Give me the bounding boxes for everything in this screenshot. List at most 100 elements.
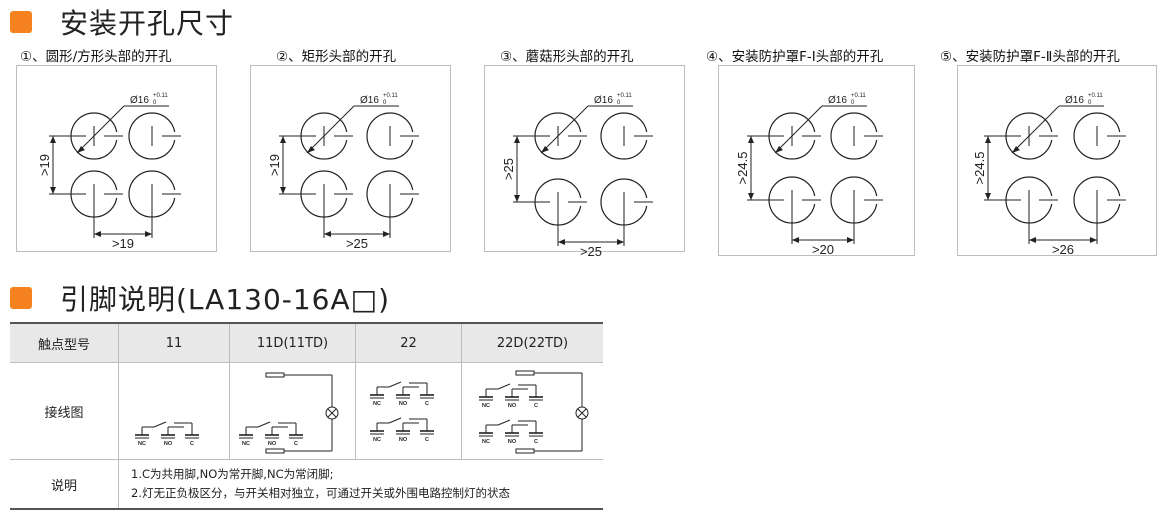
arrow-head <box>748 136 754 143</box>
tolerance-lower: 0 <box>617 100 621 106</box>
diameter-label: Ø16 <box>828 95 847 106</box>
tolerance-upper: +0.11 <box>617 93 632 99</box>
tolerance-lower: 0 <box>851 100 855 106</box>
arrow-head <box>514 195 520 202</box>
accent-square-icon <box>10 287 32 309</box>
diagram-caption-1: ①、圆形/方形头部的开孔 <box>20 49 172 65</box>
terminal-label: NO <box>267 441 276 447</box>
tolerance-upper: +0.11 <box>1088 93 1103 99</box>
terminal-label: NC <box>373 401 381 407</box>
header-cell: 11 <box>118 322 230 363</box>
horizontal-dimension-label: >25 <box>346 236 368 251</box>
horizontal-dimension-label: >19 <box>112 236 134 251</box>
terminal-label: NO <box>398 401 407 407</box>
pin-section-title: 引脚说明(LA130-16A□) <box>10 278 390 318</box>
lamp-terminal <box>515 370 534 376</box>
horizontal-dimension-label: >25 <box>580 244 602 259</box>
lamp-terminal <box>265 372 284 378</box>
arrow-head <box>748 193 754 200</box>
arrow-head <box>280 187 286 194</box>
diameter-label: Ø16 <box>130 95 149 106</box>
cutout-diagram-2: Ø16+0.110>19>25 <box>267 93 419 251</box>
note-1: 1.C为共用脚,NO为常开脚,NC为常闭脚; <box>131 467 334 481</box>
diagram-caption-5: ⑤、安装防护罩F-Ⅱ头部的开孔 <box>940 49 1120 65</box>
switch-lever <box>388 417 401 424</box>
cutout-title-text: 安装开孔尺寸 <box>60 7 235 40</box>
accent-square-icon <box>10 11 32 33</box>
terminal-label: NO <box>398 437 407 443</box>
switch-lever <box>497 419 510 426</box>
terminal-label: C <box>294 441 298 447</box>
header-cell: 22 <box>355 322 462 363</box>
vertical-dimension-label: >19 <box>267 154 282 176</box>
arrow-head <box>77 146 85 153</box>
lamp-terminal <box>515 448 534 454</box>
desc-notes: 1.C为共用脚,NO为常开脚,NC为常闭脚; 2.灯无正负极区分，与开关相对独立… <box>118 459 603 510</box>
vertical-dimension-label: >25 <box>501 158 516 180</box>
pin-title-text: 引脚说明(LA130-16A□) <box>60 283 391 316</box>
terminal-label: NO <box>507 403 516 409</box>
header-cell: 11D(11TD) <box>229 322 356 363</box>
pin-table: 触点型号 11 11D(11TD) 22 22D(22TD) 接线图 NC NO C… <box>10 322 603 510</box>
terminal-label: C <box>534 439 538 445</box>
diameter-label: Ø16 <box>1065 95 1084 106</box>
header-cell: 触点型号 <box>10 322 119 363</box>
arrow-head <box>50 187 56 194</box>
diameter-leader <box>1011 105 1060 154</box>
terminal-label: C <box>190 441 194 447</box>
terminal-label: C <box>534 403 538 409</box>
arrow-head <box>1029 237 1036 243</box>
cutout-diagram-5: Ø16+0.110>24.5>26 <box>972 93 1126 257</box>
header-cell: 22D(22TD) <box>461 322 603 363</box>
arrow-head <box>94 231 101 237</box>
terminal-label: NC <box>482 439 490 445</box>
tolerance-upper: +0.11 <box>851 93 866 99</box>
tolerance-upper: +0.11 <box>383 93 398 99</box>
arrow-head <box>514 136 520 143</box>
arrow-head <box>1090 237 1097 243</box>
cutout-section-title: 安装开孔尺寸 <box>10 2 234 42</box>
diameter-leader <box>540 105 589 154</box>
horizontal-dimension-label: >20 <box>812 242 834 257</box>
lamp-cross <box>327 408 336 418</box>
desc-label: 说明 <box>10 459 119 510</box>
horizontal-dimension-label: >26 <box>1052 242 1074 257</box>
terminal-label: NC <box>242 441 250 447</box>
switch-lever <box>257 421 270 428</box>
vertical-dimension-label: >19 <box>37 154 52 176</box>
arrow-head <box>1012 146 1020 153</box>
cutout-diagram-3: Ø16 +0.110 >25 >25 <box>501 93 653 259</box>
cutout-diagram-4: Ø16 +0.110 >24.5 >20 <box>735 93 883 257</box>
tolerance-lower: 0 <box>153 100 157 106</box>
vertical-dimension-label: >24.5 <box>735 152 750 185</box>
terminal-label: NC <box>373 437 381 443</box>
tolerance-upper: +0.11 <box>153 93 168 99</box>
arrow-head <box>847 237 854 243</box>
wiring-diagram-11d: NC NO C <box>238 372 338 454</box>
arrow-head <box>307 146 315 153</box>
arrow-head <box>985 136 991 143</box>
diameter-leader <box>306 105 355 154</box>
lamp-terminal <box>265 448 284 454</box>
switch-lever <box>388 381 401 388</box>
diameter-label: Ø16 <box>594 95 613 106</box>
arrow-head <box>775 146 783 153</box>
diameter-leader <box>774 105 823 154</box>
arrow-head <box>541 146 549 153</box>
diameter-leader <box>76 105 125 154</box>
arrow-head <box>50 136 56 143</box>
cutout-diagram-1: Ø16 +0.110 >19 >19 <box>37 93 181 251</box>
wiring-label: 接线图 <box>10 362 119 460</box>
lamp-cross <box>577 408 586 418</box>
switch-lever <box>497 383 510 390</box>
arrow-head <box>145 231 152 237</box>
